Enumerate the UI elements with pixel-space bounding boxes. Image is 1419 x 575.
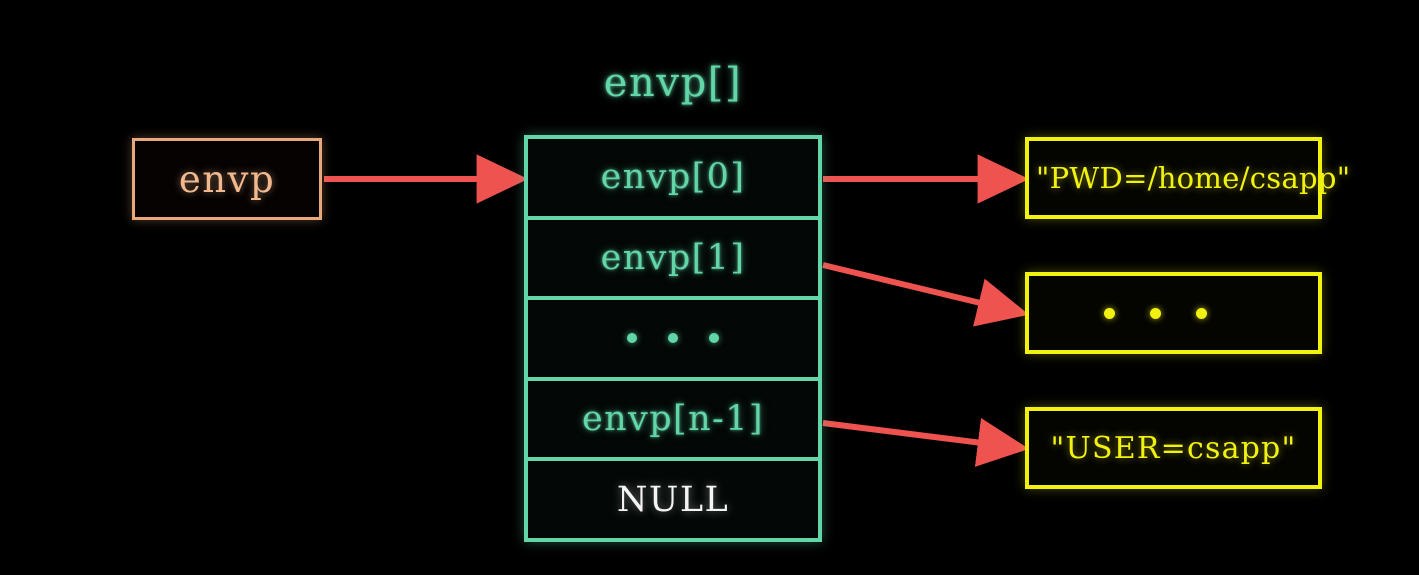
envp-array: envp[0] envp[1] envp[n-1] NULL: [524, 135, 822, 542]
envp-pointer-box: envp: [132, 138, 322, 220]
ellipsis-dot: [627, 333, 637, 344]
ellipsis-dot: [1196, 307, 1207, 319]
string-box-label: "PWD=/home/csapp": [1036, 161, 1351, 195]
ellipsis-dot: [1150, 307, 1161, 319]
array-cell-label: NULL: [616, 479, 730, 520]
array-cell-label: envp[1]: [600, 237, 746, 278]
arrow-envpn1-to-user: [822, 418, 1030, 467]
array-title: envp[]: [603, 60, 743, 106]
string-box-user: "USER=csapp": [1025, 407, 1322, 489]
array-cell-envp1: envp[1]: [528, 215, 818, 297]
string-box-pwd: "PWD=/home/csapp": [1025, 137, 1350, 219]
ellipsis-icon: [1104, 307, 1207, 319]
array-cell-label: envp[n-1]: [582, 399, 764, 440]
ellipsis-icon: [627, 333, 719, 344]
ellipsis-dot: [1104, 307, 1115, 319]
array-cell-envp0: envp[0]: [528, 139, 818, 216]
envp-pointer-label: envp: [178, 157, 276, 201]
ellipsis-wrap: [1104, 307, 1207, 319]
ellipsis-dot: [709, 333, 719, 344]
string-box-label: "USER=csapp": [1050, 430, 1297, 466]
arrow-envp1-to-ellipsis: [822, 262, 1029, 327]
array-cell-label: envp[0]: [600, 157, 746, 198]
array-cell-ellipsis: [528, 296, 818, 377]
array-cell-envp-n-1: envp[n-1]: [528, 376, 818, 458]
array-cell-null: NULL: [528, 457, 818, 538]
string-box-ellipsis: [1025, 272, 1322, 354]
ellipsis-dot: [668, 333, 678, 344]
